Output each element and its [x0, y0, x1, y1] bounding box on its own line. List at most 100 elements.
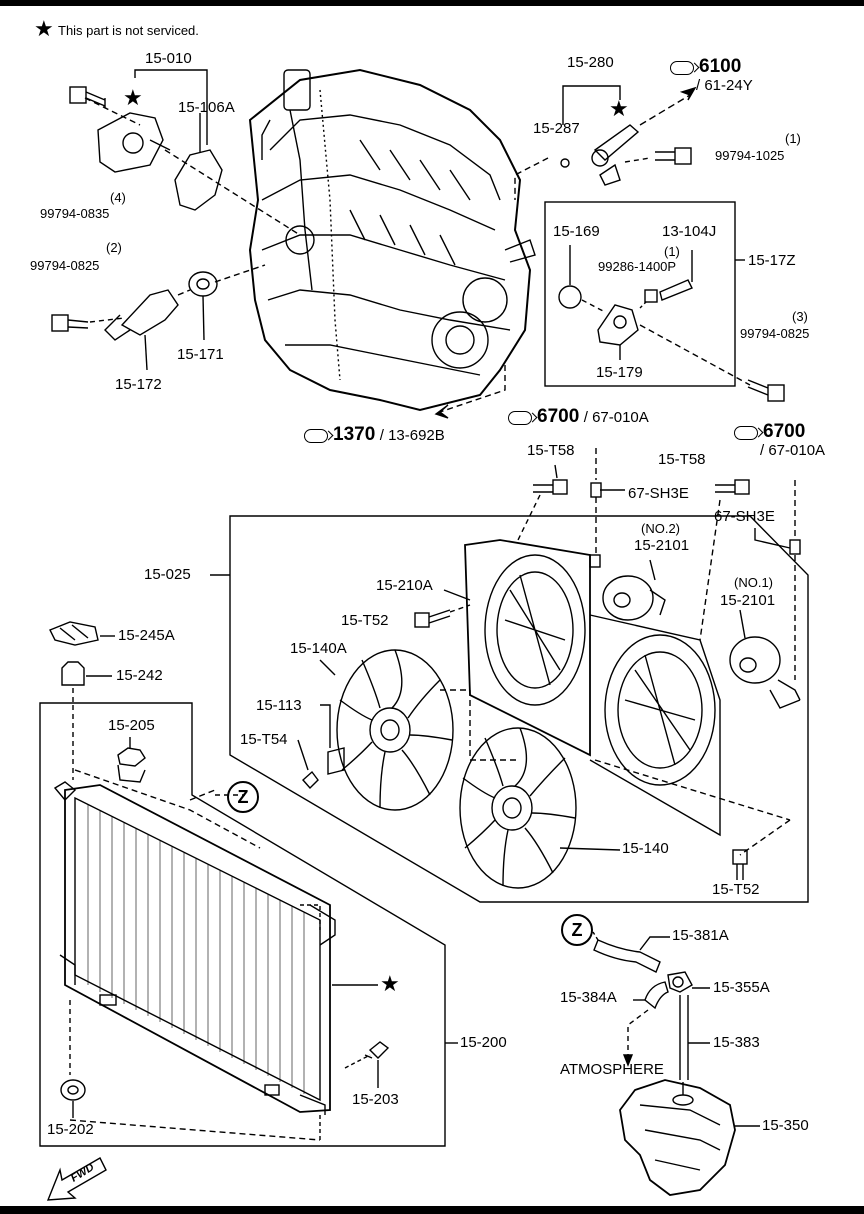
label-15-172: 15-172 [115, 376, 162, 393]
label-15-350: 15-350 [762, 1117, 809, 1134]
label-15-171: 15-171 [177, 346, 224, 363]
label-15-169: 15-169 [553, 223, 600, 240]
label-99286-1400p: 99286-1400P [598, 259, 677, 274]
label-15-t52-left: 15-T52 [341, 612, 389, 629]
label-qty-1-b: (1) [664, 244, 680, 259]
label-qty-1-a: (1) [785, 131, 801, 146]
label-15-140a: 15-140A [290, 640, 347, 657]
water-inlet [104, 289, 179, 371]
label-15-383: 15-383 [713, 1034, 760, 1051]
label-15-210a: 15-210A [376, 577, 433, 594]
label-99794-0835: 99794-0835 [40, 206, 110, 221]
ref-1370: 1370 / 13-692B [304, 425, 445, 446]
ref-6100: 6100 [670, 57, 741, 78]
radiator-cap [117, 747, 146, 783]
label-67-sh3e-a: 67-SH3E [628, 485, 689, 502]
ref-arrow-icon [304, 428, 328, 443]
label-15-179: 15-179 [596, 364, 643, 381]
label-15-106a: 15-106A [178, 99, 235, 116]
fwd-arrow [46, 1157, 107, 1201]
label-67-sh3e-b: 67-SH3E [714, 508, 775, 525]
label-15-17z: 15-17Z [748, 252, 796, 269]
z-marker-radiator: Z [227, 781, 259, 813]
bolt-99794-0835 [69, 86, 106, 108]
label-15-200: 15-200 [460, 1034, 507, 1051]
label-no1: (NO.1) [734, 575, 773, 590]
bolt-99794-0825-right [747, 379, 785, 402]
star-icon-15-280: ★ [609, 96, 629, 121]
mount-15-242 [61, 661, 85, 686]
label-15-280: 15-280 [567, 54, 614, 71]
label-15-2101-a: 15-2101 [634, 537, 690, 554]
label-no2: (NO.2) [641, 521, 680, 536]
bolt-99794-1025 [655, 147, 692, 165]
sensor-13-104j [644, 289, 658, 303]
label-13-104j: 13-104J [662, 223, 717, 240]
label-99794-0825-left: 99794-0825 [30, 258, 100, 273]
label-qty-3: (3) [792, 309, 808, 324]
bolt-99794-0825 [51, 314, 89, 332]
clip-15-t54 [302, 770, 319, 790]
label-15-2101-b: 15-2101 [720, 592, 776, 609]
label-15-242: 15-242 [116, 667, 163, 684]
radiator [53, 781, 336, 1115]
fan-15-140 [459, 727, 577, 889]
bolt-15-t58-left [533, 479, 568, 495]
drain-plug [364, 1041, 390, 1059]
label-15-140: 15-140 [622, 840, 669, 857]
water-fitting [597, 304, 639, 360]
fan-15-140a [336, 649, 454, 811]
label-15-384a: 15-384A [560, 989, 617, 1006]
hose-15-384a [644, 981, 669, 1010]
fan-motor-no2 [602, 575, 666, 621]
label-15-202: 15-202 [47, 1121, 94, 1138]
label-15-025: 15-025 [144, 566, 191, 583]
label-15-245a: 15-245A [118, 627, 175, 644]
ref-arrow-icon [508, 410, 532, 425]
label-15-205: 15-205 [108, 717, 155, 734]
connector-67-sh3e-b [789, 539, 801, 555]
ref-arrow-icon [734, 425, 758, 440]
fan-motor-no1 [729, 636, 801, 709]
label-15-t52-bottom: 15-T52 [712, 881, 760, 898]
plate-15-113 [327, 747, 345, 775]
hose-15-383 [679, 995, 689, 1080]
mount-15-202 [60, 1079, 86, 1101]
label-15-113: 15-113 [256, 697, 302, 714]
hose-15-381a [593, 939, 661, 973]
reservoir-15-350 [619, 1079, 736, 1196]
star-note-text: This part is not serviced. [58, 23, 199, 38]
label-15-355a: 15-355A [713, 979, 770, 996]
ref-arrow-icon [670, 60, 694, 75]
fitting-15-355a [667, 971, 693, 993]
label-99794-1025: 99794-1025 [715, 148, 785, 163]
label-15-t58-left: 15-T58 [527, 442, 575, 459]
ref-6700-b: 6700 [734, 422, 805, 443]
label-15-t58-right: 15-T58 [658, 451, 706, 468]
box-15-200 [39, 702, 446, 1147]
z-marker-hose: Z [561, 914, 593, 946]
fan-shroud [464, 539, 721, 837]
water-pipe [591, 124, 640, 186]
label-15-287: 15-287 [533, 120, 580, 137]
ref-67-010a-b: / 67-010A [760, 442, 826, 459]
connector-67-sh3e-a [590, 482, 602, 498]
bolt-15-t52-bottom [732, 849, 748, 880]
engine-assembly [248, 68, 536, 412]
box-15-025 [229, 515, 809, 903]
label-15-010: 15-010 [145, 50, 192, 67]
box-15-17z [544, 201, 736, 387]
bracket-15-245a [49, 621, 99, 646]
thermostat [188, 271, 218, 341]
label-atmosphere: ATMOSPHERE [560, 1061, 664, 1078]
star-note-icon: ★ [34, 16, 54, 41]
water-outlet [97, 112, 171, 173]
label-99794-0825-right: 99794-0825 [740, 326, 810, 341]
label-15-203: 15-203 [352, 1091, 399, 1108]
star-icon-radiator: ★ [380, 971, 400, 996]
gasket [174, 149, 223, 211]
o-ring-15-169 [558, 285, 582, 309]
label-15-381a: 15-381A [672, 927, 729, 944]
o-ring-15-287 [560, 158, 570, 168]
